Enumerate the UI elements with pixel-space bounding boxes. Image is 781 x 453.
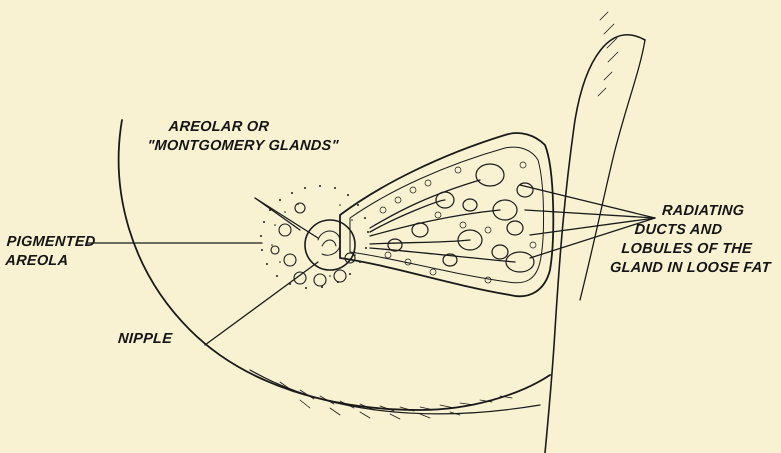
- label-line: RADIATING: [605, 202, 775, 221]
- label-line: GLAND IN LOOSE FAT: [601, 259, 771, 278]
- areola-stipple: [260, 185, 369, 289]
- fat-stipple: [380, 162, 536, 283]
- label-pigmented-areola: PIGMENTED AREOLA: [5, 233, 97, 271]
- label-line: PIGMENTED: [6, 233, 96, 252]
- label-line: AREOLAR OR: [148, 118, 341, 137]
- label-line: NIPPLE: [117, 330, 173, 349]
- leader-lines: [88, 185, 655, 345]
- nipple: [305, 220, 355, 270]
- label-montgomery-glands: AREOLAR OR "MONTGOMERY GLANDS": [147, 118, 341, 156]
- label-line: LOBULES OF THE: [603, 240, 773, 259]
- label-line: AREOLA: [5, 252, 95, 271]
- right-shading: [598, 12, 618, 96]
- breast-outline: [119, 120, 550, 410]
- label-line: "MONTGOMERY GLANDS": [147, 137, 340, 156]
- label-nipple: NIPPLE: [117, 330, 173, 349]
- leader-montgomery-2: [255, 198, 318, 238]
- label-radiating-ducts: RADIATING DUCTS AND LOBULES OF THE GLAND…: [601, 202, 775, 278]
- leader-nipple: [205, 262, 318, 345]
- label-line: DUCTS AND: [604, 221, 774, 240]
- gland-lobules: [388, 164, 534, 272]
- lower-shading: [280, 382, 512, 419]
